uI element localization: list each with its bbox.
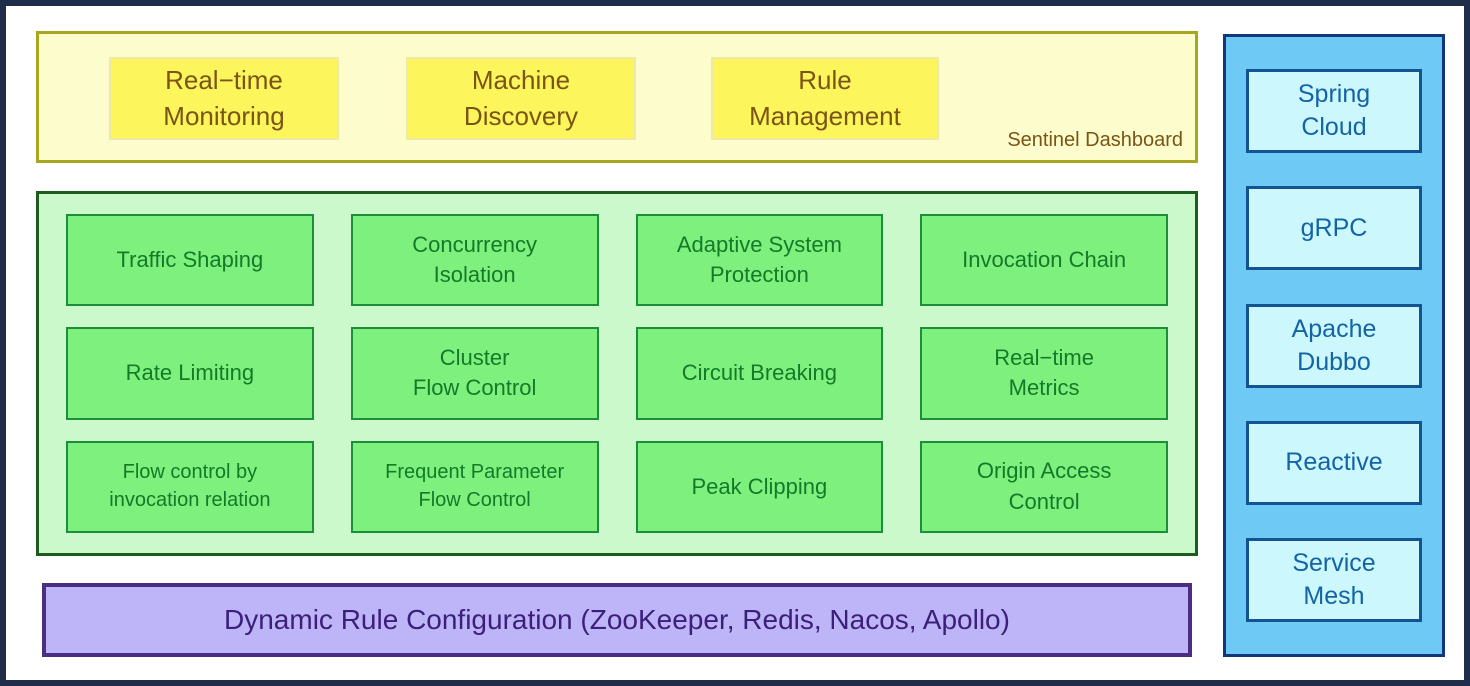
integration-box-line1: Reactive xyxy=(1285,448,1383,477)
dynamic-rule-configuration-label: Dynamic Rule Configuration (ZooKeeper, R… xyxy=(224,604,1010,635)
core-box-line1: Invocation Chain xyxy=(962,246,1127,272)
core-box-rate-limiting[interactable]: Rate Limiting xyxy=(66,327,314,420)
integration-box-line1: Apache xyxy=(1291,314,1377,343)
core-box-line1: Peak Clipping xyxy=(691,473,828,499)
dashboard-box-machine-discovery[interactable]: Machine Discovery xyxy=(406,57,636,140)
integration-box-line2: Dubbo xyxy=(1297,347,1371,376)
core-box-line1: Rate Limiting xyxy=(125,360,255,386)
integration-box-apache-dubbo[interactable]: Apache Dubbo xyxy=(1246,303,1422,388)
core-box-line1: Adaptive System xyxy=(676,231,842,257)
sentinel-core-panel: Traffic Shaping Concurrency Isolation Ad… xyxy=(36,191,1198,556)
sentinel-dashboard-caption: Sentinel Dashboard xyxy=(1007,129,1183,151)
core-box-peak-clipping[interactable]: Peak Clipping xyxy=(635,440,884,533)
core-box-line1: Origin Access xyxy=(976,458,1112,484)
core-box-real-time-metrics[interactable]: Real−time Metrics xyxy=(920,327,1168,420)
core-box-invocation-chain[interactable]: Invocation Chain xyxy=(920,214,1168,307)
integration-box-line2: Mesh xyxy=(1303,582,1365,610)
dashboard-box-line2: Monitoring xyxy=(163,100,285,131)
core-box-circuit-breaking[interactable]: Circuit Breaking xyxy=(635,327,884,420)
core-box-line1: Circuit Breaking xyxy=(681,360,838,386)
core-box-line2: Metrics xyxy=(1008,375,1080,401)
dashboard-box-line1: Rule xyxy=(798,64,852,95)
core-box-flow-control-by-invocation-relation[interactable]: Flow control by invocation relation xyxy=(66,440,314,533)
integration-box-line1: gRPC xyxy=(1300,213,1368,242)
integration-box-line2: Cloud xyxy=(1301,113,1367,141)
integration-box-spring-cloud[interactable]: Spring Cloud xyxy=(1246,69,1422,153)
core-box-line2: Protection xyxy=(709,262,809,288)
core-box-traffic-shaping[interactable]: Traffic Shaping xyxy=(66,214,314,307)
core-box-line1: Frequent Parameter xyxy=(385,461,565,484)
core-box-line1: Concurrency xyxy=(412,231,537,257)
core-box-line2: Isolation xyxy=(433,262,516,288)
core-box-line2: Control xyxy=(1008,488,1080,514)
core-box-frequent-parameter-flow-control[interactable]: Frequent Parameter Flow Control xyxy=(350,440,599,533)
integration-box-grpc[interactable]: gRPC xyxy=(1246,186,1422,271)
core-box-line2: Flow Control xyxy=(418,488,531,511)
core-box-line1: Real−time xyxy=(994,345,1094,371)
core-box-adaptive-system-protection[interactable]: Adaptive System Protection xyxy=(635,214,884,307)
core-box-cluster-flow-control[interactable]: Cluster Flow Control xyxy=(350,327,599,420)
core-box-line2: Flow Control xyxy=(412,375,537,401)
integration-box-line1: Spring xyxy=(1297,80,1371,108)
dashboard-box-line1: Real−time xyxy=(165,64,283,95)
dashboard-box-line2: Management xyxy=(749,100,901,131)
left-column: Real−time Monitoring Machine Discovery R… xyxy=(36,31,1198,663)
integration-box-service-mesh[interactable]: Service Mesh xyxy=(1246,538,1422,622)
dynamic-rule-configuration-bar[interactable]: Dynamic Rule Configuration (ZooKeeper, R… xyxy=(42,583,1192,657)
core-box-line1: Traffic Shaping xyxy=(116,246,264,272)
dashboard-box-real-time-monitoring[interactable]: Real−time Monitoring xyxy=(109,57,339,140)
core-box-concurrency-isolation[interactable]: Concurrency Isolation xyxy=(350,214,599,307)
dashboard-box-line1: Machine xyxy=(471,64,571,95)
integrations-panel: Spring Cloud gRPC Apache Dubbo Reactive … xyxy=(1223,34,1445,657)
dashboard-box-line2: Discovery xyxy=(463,100,579,131)
core-box-origin-access-control[interactable]: Origin Access Control xyxy=(920,440,1168,533)
core-box-line1: Cluster xyxy=(439,345,510,371)
integration-box-line1: Service xyxy=(1292,549,1376,577)
integration-box-reactive[interactable]: Reactive xyxy=(1246,420,1422,505)
dashboard-box-rule-management[interactable]: Rule Management xyxy=(711,57,939,140)
core-box-line1: Flow control by xyxy=(122,461,258,484)
core-box-line2: invocation relation xyxy=(109,488,271,511)
sentinel-dashboard-panel: Real−time Monitoring Machine Discovery R… xyxy=(36,31,1198,163)
core-capability-grid: Traffic Shaping Concurrency Isolation Ad… xyxy=(66,214,1168,533)
